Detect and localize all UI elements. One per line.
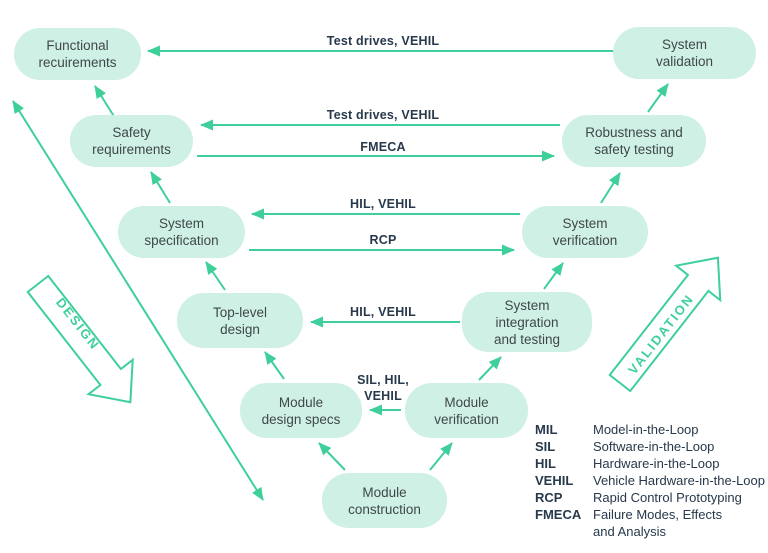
validation-block-arrow (608, 256, 722, 393)
node-functional-requirements: Functional recuirements (14, 28, 141, 80)
arrow-moddesign-to-toplevel (264, 351, 285, 380)
arrow-toplevel-to-sysspec (205, 261, 226, 291)
legend-term: MIL (535, 422, 558, 437)
flow-label-fmeca: FMECA (360, 140, 406, 154)
node-module-design-specs: Module design specs (240, 383, 362, 438)
legend-term: SIL (535, 439, 556, 454)
legend-definition: Failure Modes, Effects and Analysis (593, 507, 723, 539)
arrow-sysverif-to-robustness (600, 172, 621, 204)
arrow-modconstr-to-moddesign (318, 442, 346, 471)
arrow-iteration-double (12, 100, 264, 501)
legend-definition: Vehicle Hardware-in-the-Loop (593, 473, 765, 488)
node-module-verification: Module verification (405, 383, 528, 438)
node-system-verification: System verification (522, 206, 648, 258)
node-system-specification: System specification (118, 206, 245, 258)
legend-definition: Software-in-the-Loop (593, 439, 715, 454)
legend-term: VEHIL (535, 473, 574, 488)
arrow-safety-to-functional (94, 85, 116, 119)
arrow-modconstr-to-modverif (429, 442, 453, 471)
node-robustness-and-safety-testing: Robustness and safety testing (562, 115, 706, 167)
legend-definition: Model-in-the-Loop (593, 422, 699, 437)
arrow-sysint-to-sysverif (543, 262, 564, 290)
flow-label-sil-hil-vehil: SIL, HIL, VEHIL (357, 373, 409, 403)
flow-label-hil-vehil-lower: HIL, VEHIL (350, 305, 416, 319)
arrow-sysspec-to-safety (150, 171, 171, 204)
flow-label-test-drives-vehil-second: Test drives, VEHIL (326, 108, 440, 122)
flow-label-rcp: RCP (369, 233, 397, 247)
legend-definition: Hardware-in-the-Loop (593, 456, 720, 471)
arrow-robustness-to-validation (647, 83, 669, 113)
node-safety-requirements: Safety requirements (70, 115, 193, 167)
node-module-construction: Module construction (322, 473, 447, 528)
design-block-arrow (26, 274, 134, 404)
legend-definition: Rapid Control Prototyping (593, 490, 742, 505)
flow-label-hil-vehil-upper: HIL, VEHIL (350, 197, 416, 211)
flow-label-test-drives-vehil-top: Test drives, VEHIL (326, 34, 440, 48)
node-system-validation: System validation (613, 27, 756, 79)
legend-term: FMECA (535, 507, 582, 522)
arrow-modverif-to-sysint (478, 356, 502, 381)
node-system-integration-and-testing: System integration and testing (462, 292, 592, 352)
legend-term: RCP (535, 490, 563, 505)
legend-term: HIL (535, 456, 556, 471)
node-top-level-design: Top-level design (177, 293, 303, 348)
abbreviation-legend: MIL Model-in-the-Loop SIL Software-in-th… (535, 421, 765, 540)
